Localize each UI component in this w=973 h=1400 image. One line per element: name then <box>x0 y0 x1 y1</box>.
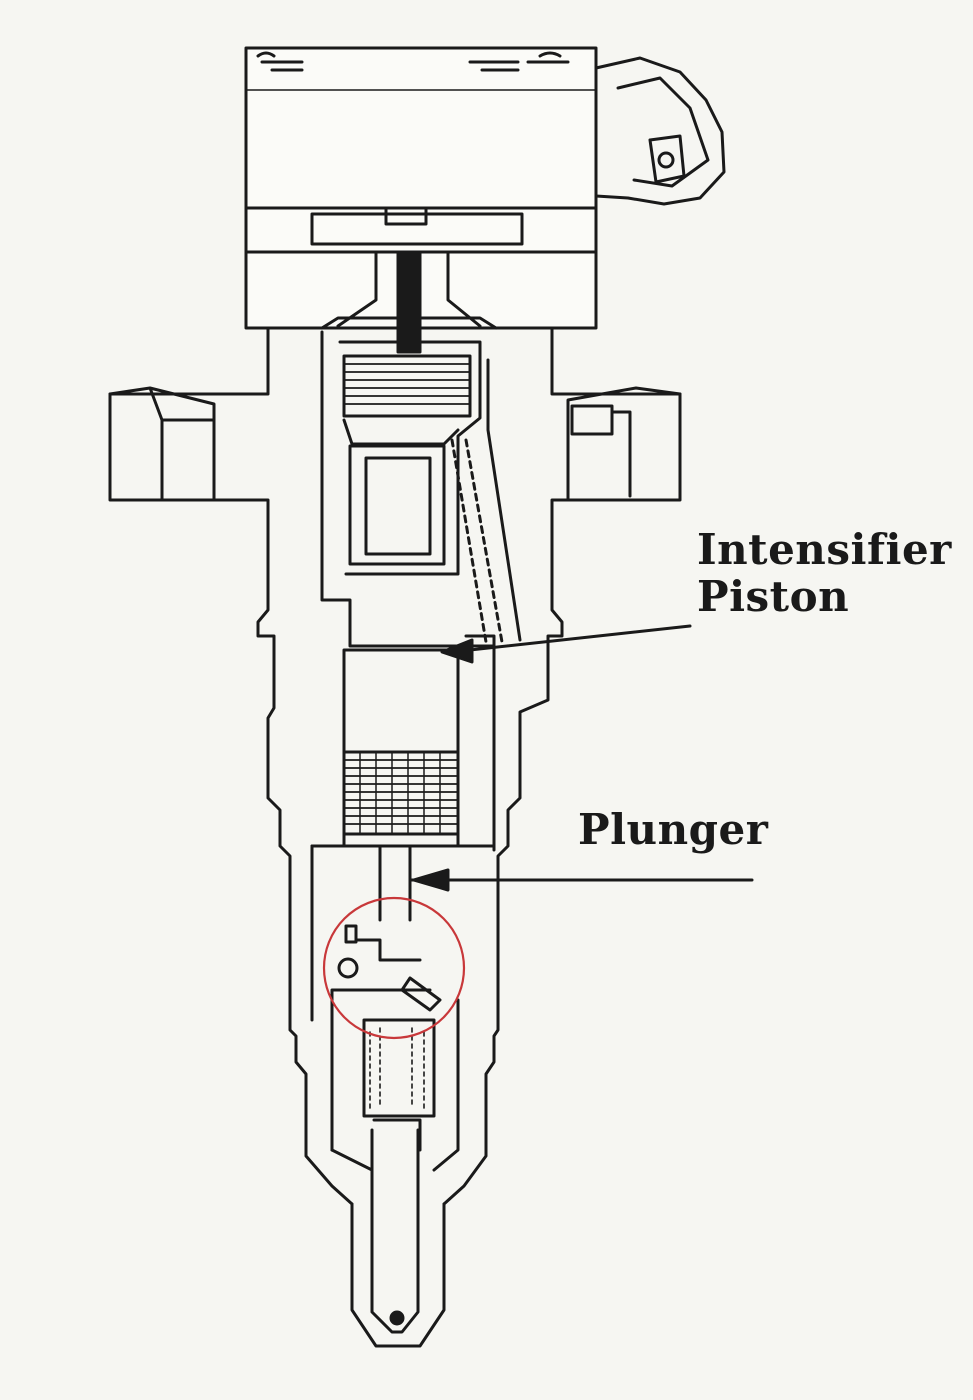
plunger-arrow <box>412 868 450 892</box>
intensifier-label-line-1: Intensifier <box>697 525 952 574</box>
armature-section <box>244 206 598 354</box>
check-valve-section <box>330 924 460 1232</box>
leader-lines <box>408 624 754 892</box>
plunger-section <box>310 644 496 1022</box>
electrical-connector <box>594 56 726 206</box>
plunger-label: Plunger <box>578 805 769 854</box>
nozzle-tip <box>350 1128 446 1348</box>
intensifier-label-line-2: Piston <box>697 572 850 622</box>
detail-circle <box>322 896 466 1040</box>
solenoid-cap <box>244 46 598 210</box>
intensifier-arrow <box>440 638 474 664</box>
injector-body <box>108 326 682 1286</box>
intensifier-chamber <box>320 330 522 648</box>
